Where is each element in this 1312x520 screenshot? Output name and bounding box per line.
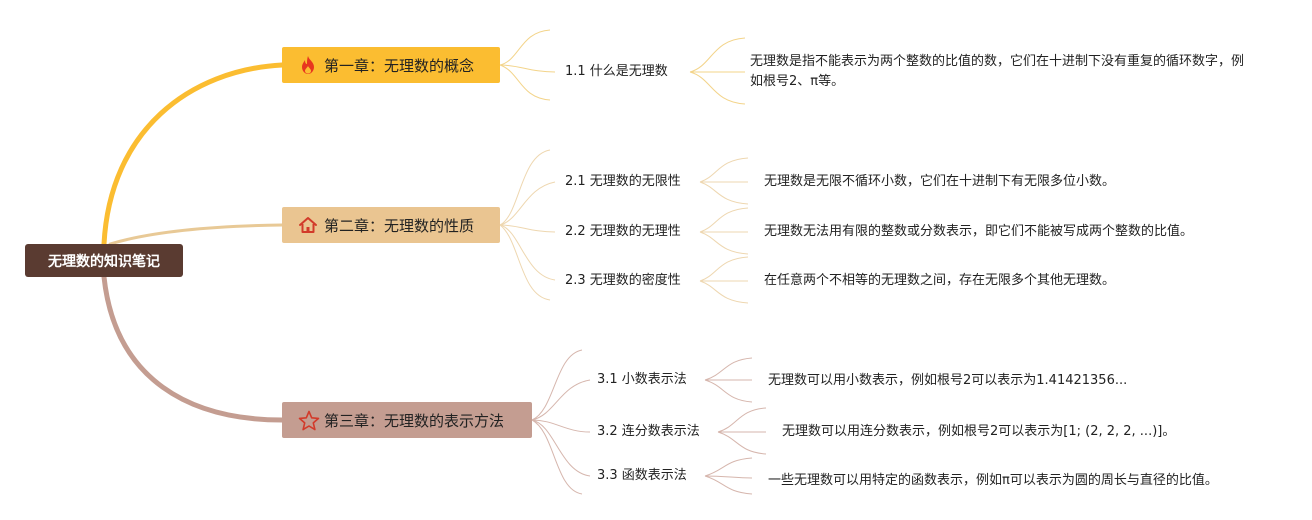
fire-icon	[298, 55, 318, 75]
detail-text: 无理数无法用有限的整数或分数表示，即它们不能被写成两个整数的比值。	[764, 224, 1194, 239]
detail-2-3[interactable]: 在任意两个不相等的无理数之间，存在无限多个其他无理数。	[764, 271, 1115, 291]
branch-line-chapter-2	[108, 223, 284, 246]
detail-1-1[interactable]: 无理数是指不能表示为两个整数的比值的数，它们在十进制下没有重复的循环数字，例如根…	[750, 52, 1250, 92]
root-node[interactable]: 无理数的知识笔记	[25, 244, 183, 277]
detail-text: 无理数是无限不循环小数，它们在十进制下有无限多位小数。	[764, 174, 1116, 189]
fan-chapter-3	[531, 349, 767, 495]
detail-text: 无理数可以用连分数表示，例如根号2可以表示为[1; (2, 2, 2, ...)…	[782, 424, 1176, 439]
chapter-2-title: 第二章：无理数的性质	[324, 216, 475, 235]
detail-text: 在任意两个不相等的无理数之间，存在无限多个其他无理数。	[764, 273, 1116, 288]
detail-3-2[interactable]: 无理数可以用连分数表示，例如根号2可以表示为[1; (2, 2, 2, ...)…	[782, 422, 1175, 442]
topic-label: 2.1 无理数的无限性	[565, 174, 681, 189]
chapter-1-title: 第一章：无理数的概念	[324, 56, 475, 75]
topic-3-1[interactable]: 3.1 小数表示法	[597, 371, 687, 389]
detail-text: 一些无理数可以用特定的函数表示，例如π可以表示为圆的周长与直径的比值。	[768, 473, 1218, 488]
topic-1-1[interactable]: 1.1 什么是无理数	[565, 63, 668, 81]
topic-3-2[interactable]: 3.2 连分数表示法	[597, 423, 700, 441]
chapter-2-node[interactable]: 第二章：无理数的性质	[282, 207, 500, 243]
house-icon	[298, 215, 318, 235]
branch-line-chapter-1	[101, 62, 285, 247]
detail-3-3[interactable]: 一些无理数可以用特定的函数表示，例如π可以表示为圆的周长与直径的比值。	[768, 471, 1218, 491]
detail-text: 无理数可以用小数表示，例如根号2可以表示为1.41421356...	[768, 373, 1128, 388]
topic-label: 3.2 连分数表示法	[597, 424, 700, 439]
topic-label: 1.1 什么是无理数	[565, 64, 668, 79]
topic-label: 2.2 无理数的无理性	[565, 224, 681, 239]
topic-label: 3.3 函数表示法	[597, 468, 687, 483]
fan-chapter-1	[499, 29, 746, 105]
chapter-3-title: 第三章：无理数的表示方法	[324, 411, 505, 430]
topic-label: 3.1 小数表示法	[597, 372, 687, 387]
root-title: 无理数的知识笔记	[48, 253, 160, 270]
chapter-3-node[interactable]: 第三章：无理数的表示方法	[282, 402, 532, 438]
topic-3-3[interactable]: 3.3 函数表示法	[597, 467, 687, 485]
star-icon	[298, 410, 320, 431]
topic-2-1[interactable]: 2.1 无理数的无限性	[565, 173, 681, 191]
detail-2-1[interactable]: 无理数是无限不循环小数，它们在十进制下有无限多位小数。	[764, 172, 1115, 192]
detail-2-2[interactable]: 无理数无法用有限的整数或分数表示，即它们不能被写成两个整数的比值。	[764, 222, 1193, 242]
topic-2-3[interactable]: 2.3 无理数的密度性	[565, 272, 681, 290]
detail-text: 无理数是指不能表示为两个整数的比值的数，它们在十进制下没有重复的循环数字，例如根…	[750, 54, 1245, 89]
topic-label: 2.3 无理数的密度性	[565, 273, 681, 288]
topic-2-2[interactable]: 2.2 无理数的无理性	[565, 223, 681, 241]
branch-line-chapter-3	[101, 274, 285, 423]
detail-3-1[interactable]: 无理数可以用小数表示，例如根号2可以表示为1.41421356...	[768, 371, 1127, 391]
chapter-1-node[interactable]: 第一章：无理数的概念	[282, 47, 500, 83]
fan-chapter-2	[499, 149, 749, 304]
